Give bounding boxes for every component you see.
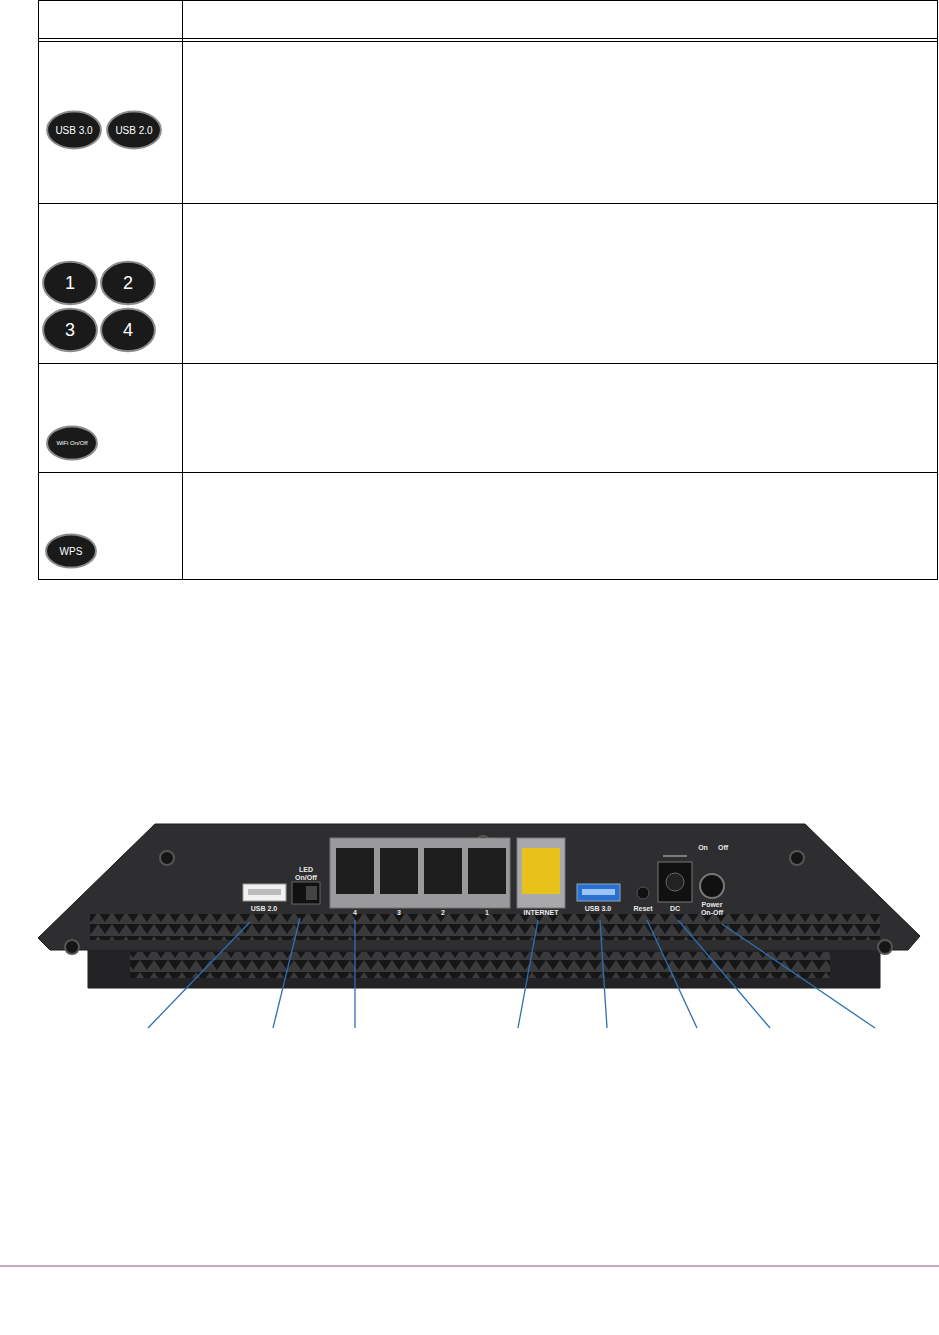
icon-ellipse-shape xyxy=(101,309,155,351)
led-icon: 3 xyxy=(42,307,98,353)
led-icon: WiFi On/Off xyxy=(46,425,98,461)
icon-label: 1 xyxy=(65,273,75,294)
icon-ellipse-shape xyxy=(107,112,161,149)
led-icon: 2 xyxy=(100,260,156,306)
port-label: 4 xyxy=(349,909,361,917)
icon-label: 3 xyxy=(65,320,75,341)
port-label: Power On-Off xyxy=(695,901,729,917)
led-icon: USB 3.0 xyxy=(46,110,102,150)
icon-ellipse-shape xyxy=(43,309,97,351)
table-grid xyxy=(38,0,938,580)
icon-label: 2 xyxy=(123,273,133,294)
port-label: 3 xyxy=(393,909,405,917)
icon-label: 4 xyxy=(123,320,133,341)
router-back-panel xyxy=(38,824,920,988)
port-label: Reset xyxy=(630,905,656,913)
leader-lines xyxy=(148,918,875,1028)
icon-ellipse-shape xyxy=(47,426,97,459)
footer-rule xyxy=(0,1266,939,1267)
port-label: USB 2.0 xyxy=(244,905,284,913)
port-label: On xyxy=(697,844,709,852)
port-label: Off xyxy=(716,844,730,852)
icon-ellipse-shape xyxy=(47,112,101,149)
icon-label: WPS xyxy=(60,546,83,557)
icon-ellipse-shape xyxy=(101,262,155,304)
icon-ellipse-shape xyxy=(43,262,97,304)
port-label: DC xyxy=(667,905,683,913)
port-label: USB 3.0 xyxy=(578,905,618,913)
led-icon: 1 xyxy=(42,260,98,306)
port-label: INTERNET xyxy=(519,909,563,917)
port-label: 1 xyxy=(481,909,493,917)
port-label: LED On/Off xyxy=(293,866,319,882)
icon-ellipse-shape xyxy=(46,534,96,567)
led-icon: 4 xyxy=(100,307,156,353)
port-label: 2 xyxy=(437,909,449,917)
icon-label: USB 3.0 xyxy=(55,125,92,136)
led-icon: USB 2.0 xyxy=(106,110,162,150)
icon-label: USB 2.0 xyxy=(115,125,152,136)
icon-label: WiFi On/Off xyxy=(56,440,87,446)
led-icon: WPS xyxy=(45,533,97,569)
